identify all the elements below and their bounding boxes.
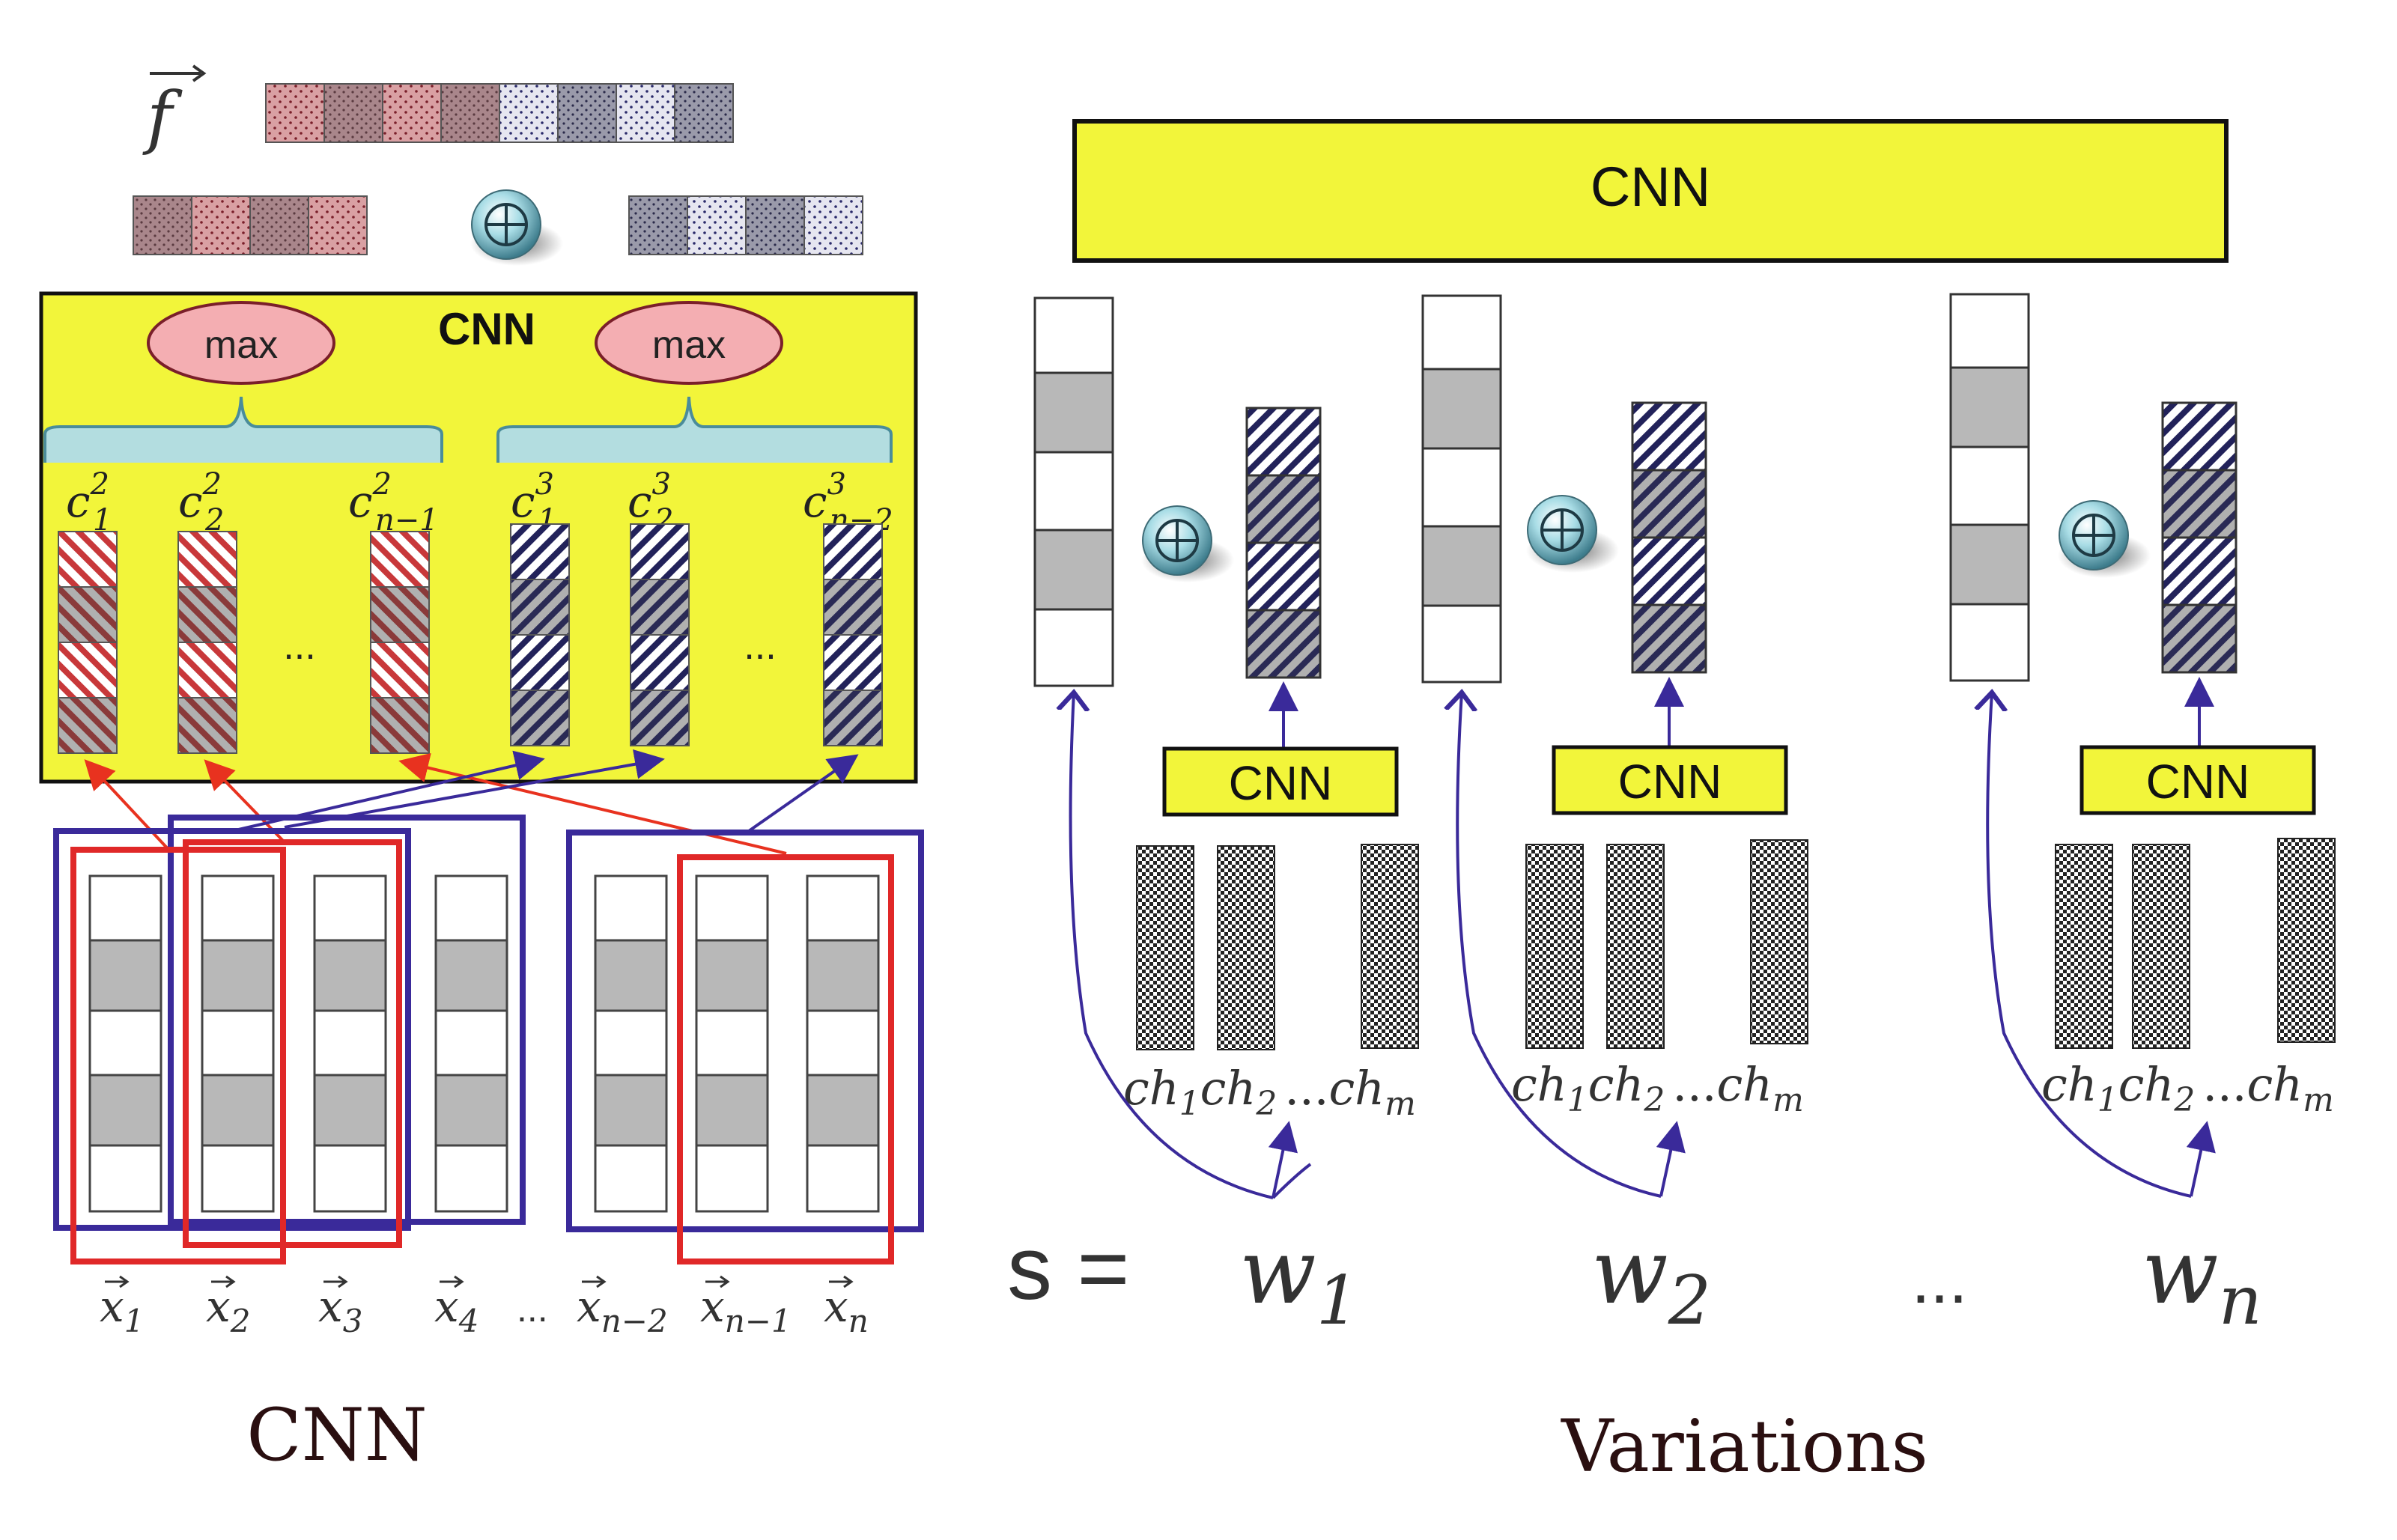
- word-to-embedding-arrow: [1071, 693, 1274, 1199]
- input-labels-ellipsis: ...: [517, 1288, 548, 1330]
- window-filter2-2: [183, 839, 402, 1248]
- brace-filter3: [496, 396, 893, 463]
- word-to-chars-arrow: [1656, 1121, 1686, 1197]
- concat-icon: [470, 189, 563, 266]
- sentence: s = w1 w2 ... wn: [1007, 1218, 2262, 1340]
- input-label: xn−1: [700, 1281, 792, 1339]
- word-group-1: CNN ch1ch2...chm: [1033, 296, 1419, 1199]
- window-filter3-1: [53, 828, 411, 1231]
- feature-map-ellipsis: ...: [744, 624, 776, 668]
- input-label: x4: [434, 1281, 479, 1339]
- brace-filter2: [43, 396, 443, 463]
- feature-map-column: [370, 531, 430, 754]
- concat-icon: [2058, 500, 2151, 578]
- char-cnn-label: CNN: [1618, 755, 1722, 809]
- feature-map-column: [823, 523, 883, 746]
- input-vector: [313, 874, 387, 1213]
- feature-map-ellipsis: ...: [283, 624, 315, 668]
- input-vector: [594, 874, 668, 1213]
- char-feature-vector: [1631, 401, 1707, 674]
- convolution-arrows: [84, 749, 859, 855]
- max-pool-right: [595, 301, 783, 385]
- input-label: xn: [824, 1281, 869, 1339]
- right-panel: CNN: [1007, 119, 2336, 1488]
- pooled-vector-filter3: [628, 195, 863, 255]
- input-label: x2: [206, 1281, 250, 1339]
- input-label: xn−2: [577, 1281, 668, 1339]
- input-label: x1: [100, 1281, 144, 1339]
- max-pool-right-label: max: [652, 323, 726, 367]
- input-vector: [695, 874, 769, 1213]
- feature-map-column: [510, 523, 570, 746]
- input-vector: [88, 874, 162, 1213]
- char-embedding: [1361, 844, 1419, 1049]
- char-labels: ch1ch2...chm: [1511, 1057, 1804, 1119]
- word-label: wn: [2142, 1220, 2262, 1340]
- char-feature-vector: [1245, 407, 1322, 679]
- cnn-box-label: CNN: [438, 304, 535, 354]
- char-cnn-box: [2079, 745, 2316, 815]
- char-labels: ch1ch2...chm: [1123, 1061, 1416, 1123]
- input-vector: [806, 874, 880, 1213]
- input-label: x3: [318, 1281, 362, 1339]
- word-label: w1: [1239, 1220, 1359, 1340]
- char-embedding: [1750, 839, 1808, 1044]
- char-embedding: [1606, 844, 1665, 1049]
- char-cnn-box: [1552, 745, 1788, 815]
- word-embedding-vector: [1033, 296, 1114, 687]
- left-panel: f: [39, 64, 924, 1477]
- feature-map-column: [58, 531, 118, 754]
- window-filter2-last: [677, 854, 894, 1264]
- max-pool-left: [147, 301, 335, 385]
- word-embedding-vector: [1421, 294, 1502, 684]
- char-feature-vector: [2161, 401, 2237, 674]
- max-pool-left-label: max: [204, 323, 278, 367]
- char-embedding: [1525, 844, 1584, 1049]
- char-cnn-label: CNN: [2146, 755, 2250, 809]
- concat-icon: [1526, 495, 1619, 573]
- word-to-chars-arrow: [1272, 1163, 1312, 1199]
- right-caption: Variations: [1561, 1404, 1928, 1488]
- feature-map-column: [177, 531, 237, 754]
- char-embedding: [2055, 844, 2113, 1049]
- input-vector: [201, 874, 275, 1213]
- char-embedding: [2132, 844, 2190, 1049]
- word-to-chars-arrow: [1268, 1121, 1298, 1199]
- feature-vector: [265, 83, 734, 143]
- pooled-vector-filter2: [133, 195, 368, 255]
- window-filter3-2: [168, 815, 526, 1225]
- window-filter2-1: [70, 847, 286, 1264]
- char-labels: ch1ch2...chm: [2041, 1057, 2334, 1119]
- feature-vector-label: f: [142, 77, 183, 157]
- word-label: w2: [1591, 1220, 1711, 1340]
- word-to-embedding-arrow: [1457, 693, 1662, 1198]
- feature-map-column: [630, 523, 690, 746]
- word-embedding-vector: [1949, 293, 2030, 682]
- words-ellipsis: ...: [1911, 1243, 1967, 1318]
- char-embedding: [1217, 845, 1275, 1050]
- window-filter3-last: [566, 830, 924, 1232]
- top-cnn-box: [1072, 119, 2229, 263]
- word-group-2: CNN ch1ch2...chm: [1421, 294, 1808, 1198]
- sentence-prefix: s =: [1007, 1218, 1129, 1318]
- word-to-embedding-arrow: [1987, 693, 2192, 1198]
- char-embedding: [1136, 845, 1194, 1050]
- top-cnn-label: CNN: [1591, 156, 1710, 218]
- word-group-n: CNN ch1ch2...chm: [1949, 293, 2336, 1198]
- input-vector: [434, 874, 508, 1213]
- word-to-chars-arrow: [2186, 1121, 2216, 1197]
- char-cnn-label: CNN: [1229, 756, 1333, 810]
- left-caption: CNN: [246, 1393, 427, 1477]
- concat-icon: [1141, 505, 1234, 582]
- char-embedding: [2277, 838, 2336, 1043]
- input-labels: x1 x2 x3 x4 ... xn−2 xn−1 xn: [100, 1275, 869, 1339]
- feature-vector-symbol: f: [142, 64, 207, 157]
- char-cnn-box: [1162, 746, 1399, 817]
